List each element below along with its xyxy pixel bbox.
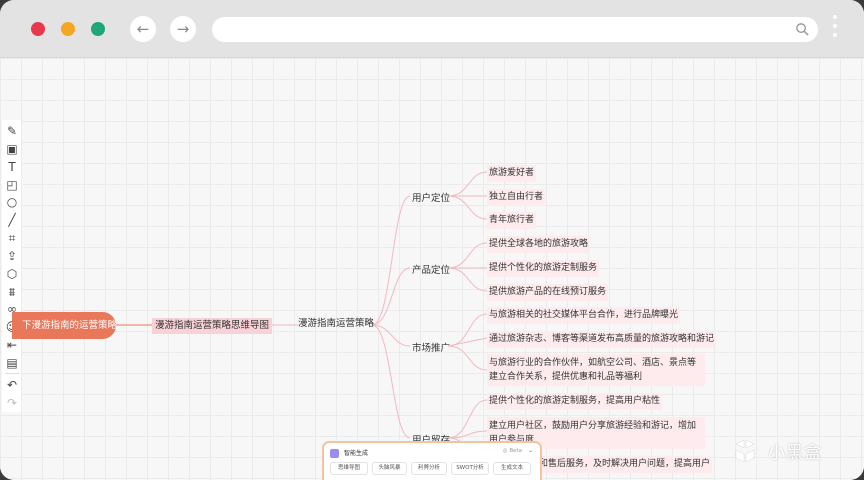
crop-icon[interactable]: ⌗ <box>8 231 16 245</box>
url-input[interactable] <box>226 21 786 38</box>
undo-icon[interactable]: ↶ <box>6 378 18 392</box>
ai-generate-text-button[interactable]: 生成文本 <box>493 462 531 475</box>
watermark: 小黑盒 <box>732 436 842 466</box>
indent-icon[interactable]: ⇤ <box>6 338 18 352</box>
ai-generate-panel: 智能生成 ◎ Beta ⌄ 思维导图 头脑风暴 利弊分析 SWOT分析 生成文本 <box>322 441 542 480</box>
template-icon[interactable]: ⩩ <box>8 285 16 299</box>
sticky-note-icon[interactable]: ◰ <box>6 178 18 192</box>
ai-swot-button[interactable]: SWOT分析 <box>451 462 489 475</box>
branch-user-positioning[interactable]: 用户定位 <box>412 193 451 204</box>
watermark-text: 小黑盒 <box>768 443 822 463</box>
maximize-window-button[interactable] <box>91 22 105 36</box>
text-icon[interactable]: T <box>8 160 16 174</box>
mindmap-canvas[interactable] <box>0 58 864 480</box>
magic-wand-icon[interactable]: ✎ <box>6 124 18 138</box>
mindmap-root-node[interactable]: 下漫游指南的运营策略 <box>12 312 116 339</box>
cube-icon[interactable]: ⬡ <box>6 267 18 281</box>
branch-marketing[interactable]: 市场推广 <box>412 343 451 354</box>
leaf-node[interactable]: 和售后服务，及时解决用户问题，提高用户 <box>537 456 713 473</box>
ai-brainstorm-button[interactable]: 头脑风暴 <box>372 462 407 475</box>
leaf-node[interactable]: 与旅游行业的合作伙伴，如航空公司、酒店、景点等建立合作关系，提供优惠和礼品等福利 <box>487 354 705 386</box>
leaf-node[interactable]: 与旅游相关的社交媒体平台合作，进行品牌曝光 <box>487 307 681 324</box>
branch-retention[interactable]: 用户留存 <box>412 432 450 446</box>
text-box-icon[interactable]: ▣ <box>6 142 18 156</box>
mindmap-level1-node[interactable]: 漫游指南运营策略思维导图 <box>152 318 273 334</box>
arrow-left-icon: ← <box>136 20 150 38</box>
branch-product-positioning[interactable]: 产品定位 <box>412 265 451 276</box>
forward-button[interactable]: → <box>170 16 196 42</box>
search-icon[interactable] <box>795 22 810 37</box>
leaf-node[interactable]: 独立自由行者 <box>487 189 546 206</box>
leaf-node[interactable]: 旅游爱好者 <box>487 165 537 182</box>
beta-badge: ◎ Beta <box>502 448 522 454</box>
ai-panel-title: 智能生成 <box>344 450 369 457</box>
arrow-right-icon: → <box>176 20 190 38</box>
vertical-dots-icon[interactable] <box>831 15 839 43</box>
leaf-node[interactable]: 通过旅游杂志、博客等渠道发布高质量的旅游攻略和游记 <box>487 331 717 348</box>
mindmap-level2-node[interactable]: 漫游指南运营策略 <box>298 318 375 329</box>
back-button[interactable]: ← <box>130 16 156 42</box>
browser-titlebar: ← → <box>0 0 864 58</box>
ai-pros-cons-button[interactable]: 利弊分析 <box>411 462 447 475</box>
leaf-node[interactable]: 提供个性化的旅游定制服务，提高用户粘性 <box>487 393 663 410</box>
address-bar[interactable] <box>212 17 818 42</box>
close-window-button[interactable] <box>31 22 45 36</box>
line-icon[interactable]: ╱ <box>8 213 16 227</box>
leaf-node[interactable]: 青年旅行者 <box>487 212 537 229</box>
ai-sparkle-icon <box>330 449 339 458</box>
leaf-node[interactable]: 提供个性化的旅游定制服务 <box>487 260 600 277</box>
ai-mindmap-button[interactable]: 思维导图 <box>330 462 368 475</box>
link-icon[interactable]: ∞ <box>7 302 17 316</box>
heybox-logo-icon <box>735 439 755 463</box>
circle-icon[interactable]: ○ <box>6 195 18 209</box>
redo-icon[interactable]: ↷ <box>6 396 18 410</box>
minimize-window-button[interactable] <box>61 22 75 36</box>
toolbar-divider <box>5 373 19 374</box>
upload-icon[interactable]: ⇪ <box>6 249 18 263</box>
leaf-node[interactable]: 提供旅游产品的在线预订服务 <box>487 284 609 301</box>
leaf-node[interactable]: 提供全球各地的旅游攻略 <box>487 236 591 253</box>
chevron-down-icon[interactable]: ⌄ <box>527 447 533 454</box>
layout-icon[interactable]: ▤ <box>6 356 18 370</box>
